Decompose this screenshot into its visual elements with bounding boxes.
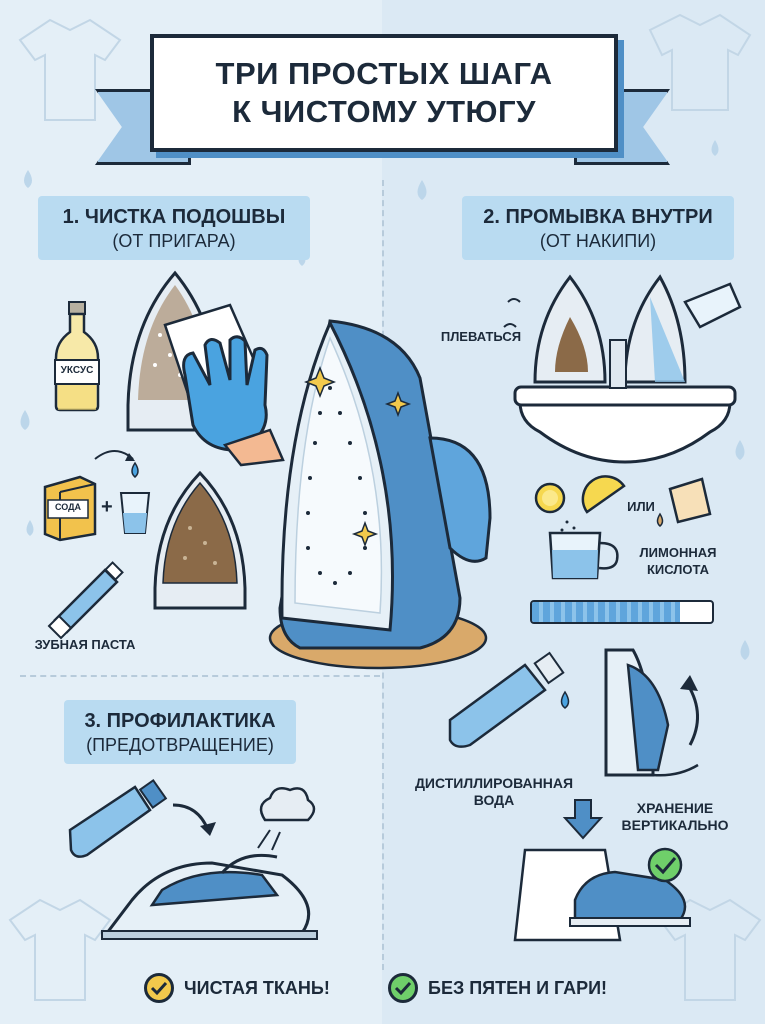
step-3-subtitle: (ПРЕДОТВРАЩЕНИЕ) [86,734,274,755]
citric-line-1: ЛИМОННАЯ [639,545,717,560]
step-3-title: 3. ПРОФИЛАКТИКА [84,709,276,732]
citric-line-2: КИСЛОТА [646,562,710,577]
check-icon [144,973,174,1003]
progress-fill [532,602,680,622]
svg-text:+: + [101,496,113,518]
banner-box: ТРИ ПРОСТЫХ ШАГА К ЧИСТОМУ УТЮГУ [150,34,618,152]
step-3-label: 3. ПРОФИЛАКТИКА (ПРЕДОТВРАЩЕНИЕ) [64,700,296,764]
cup-icon [548,531,619,580]
distilled-label: ДИСТИЛЛИРОВАННАЯ ВОДА [404,775,584,809]
steam-icon [257,787,316,851]
check-icon [388,973,418,1003]
arrow-curve [172,803,216,836]
water-bottle-icon [68,779,168,858]
title-line-2: К ЧИСТОМУ УТЮГУ [232,94,536,129]
step-1-title: 1. ЧИСТКА ПОДОШВЫ [62,205,286,228]
distilled-bottle-illustration [448,651,570,748]
distilled-line-2: ВОДА [473,792,515,808]
sink-icon [503,274,742,464]
iron-icon [268,319,492,670]
storage-line-1: ХРАНЕНИЕ [636,800,714,816]
horizontal-divider [20,675,380,677]
soleplate-burnt-illustration [153,470,247,610]
descale-progress-bar [530,600,714,624]
arrow-down-icon [562,799,604,840]
vinegar-label: УКСУС [60,365,94,376]
box-icon [43,475,97,542]
step-1-subtitle: (ОТ ПРИГАРА) [112,230,236,251]
distilled-line-1: ДИСТИЛЛИРОВАННАЯ [414,775,574,791]
step-1-label: 1. ЧИСТКА ПОДОШВЫ (ОТ ПРИГАРА) [38,196,310,260]
footer-no-stains: БЕЗ ПЯТЕН И ГАРИ! [388,968,607,1008]
iron-step3-illustration [101,853,318,940]
glove-icon [182,335,285,467]
step-2-label: 2. ПРОМЫВКА ВНУТРИ (ОТ НАКИПИ) [462,196,734,260]
footer-clean-fabric-text: ЧИСТАЯ ТКАНЬ! [184,977,330,998]
or-label: ИЛИ [627,499,655,514]
title-line-1: ТРИ ПРОСТЫХ ШАГА [215,56,553,91]
lemon-icon [534,475,626,532]
toothpaste-label: ЗУБНАЯ ПАСТА [34,637,136,652]
iron-vertical-illustration [604,648,700,777]
footer-clean-fabric: ЧИСТАЯ ТКАНЬ! [144,968,330,1008]
spit-label: ПЛЕВАТЬСЯ [440,329,522,344]
bottle-icon [54,301,100,412]
title-banner: ТРИ ПРОСТЫХ ШАГА К ЧИСТОМУ УТЮГУ [95,34,670,174]
storage-label: ХРАНЕНИЕ ВЕРТИКАЛЬНО [610,800,740,834]
measuring-cup-icon [656,477,712,527]
step-2-title: 2. ПРОМЫВКА ВНУТРИ [483,205,713,228]
citric-label: ЛИМОННАЯ КИСЛОТА [628,544,728,578]
step-2-subtitle: (ОТ НАКИПИ) [539,230,657,251]
ironed-cloth-illustration [513,847,691,942]
tube-icon [47,561,124,640]
footer-no-stains-text: БЕЗ ПЯТЕН И ГАРИ! [428,977,608,998]
vinegar-label-text [52,364,102,378]
soda-label: СОДА [54,502,82,512]
storage-line-2: ВЕРТИКАЛЬНО [621,817,729,833]
plus-and-cup: + [94,450,151,534]
